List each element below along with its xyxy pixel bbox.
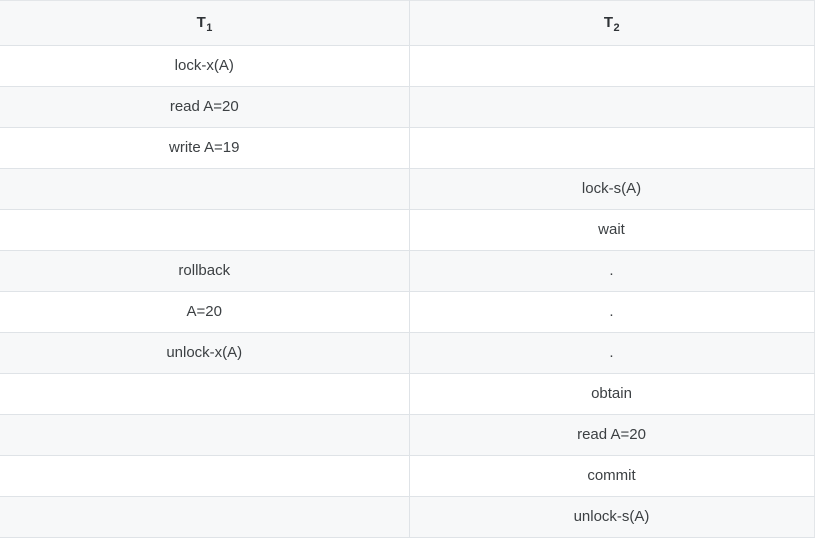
- table-row: unlock-s(A): [0, 496, 814, 538]
- cell-t1: [0, 414, 410, 456]
- table-row: wait: [0, 209, 814, 251]
- cell-t1: [0, 168, 410, 210]
- cell-t2: [409, 127, 814, 169]
- table-row: read A=20: [0, 86, 814, 128]
- table-row: A=20 .: [0, 291, 814, 333]
- cell-t1: [0, 209, 410, 251]
- cell-t2: commit: [409, 455, 814, 497]
- table-row: write A=19: [0, 127, 814, 169]
- table-row: lock-s(A): [0, 168, 814, 210]
- column-header-t1-subscript: 1: [206, 21, 213, 34]
- cell-t2: read A=20: [409, 414, 814, 456]
- table-row: commit: [0, 455, 814, 497]
- table-row: obtain: [0, 373, 814, 415]
- cell-t1: read A=20: [0, 86, 410, 128]
- cell-t2: obtain: [409, 373, 814, 415]
- column-header-t1: T1: [0, 0, 410, 46]
- cell-t1: [0, 373, 410, 415]
- column-header-t2: T2: [409, 0, 814, 46]
- column-header-t1-base: T: [196, 13, 206, 31]
- cell-t1: lock-x(A): [0, 45, 410, 87]
- cell-t1: [0, 455, 410, 497]
- table-row: lock-x(A): [0, 45, 814, 87]
- cell-t2: wait: [409, 209, 814, 251]
- table-row: rollback .: [0, 250, 814, 292]
- cell-t2: lock-s(A): [409, 168, 814, 210]
- table-row: read A=20: [0, 414, 814, 456]
- cell-t1: rollback: [0, 250, 410, 292]
- table-header: T1 T2: [0, 0, 814, 46]
- cell-t2: unlock-s(A): [409, 496, 814, 538]
- cell-t1: [0, 496, 410, 538]
- table-body: lock-x(A) read A=20 write A=19 lock-s(A)…: [0, 45, 814, 538]
- cell-t2: .: [409, 332, 814, 374]
- column-header-t2-base: T: [603, 13, 614, 31]
- cell-t1: write A=19: [0, 127, 410, 169]
- cell-t1: unlock-x(A): [0, 332, 410, 374]
- cell-t2: [409, 86, 814, 128]
- cell-t2: .: [409, 250, 814, 292]
- cell-t2: [409, 45, 814, 87]
- table-header-row: T1 T2: [0, 0, 814, 46]
- table-row: unlock-x(A) .: [0, 332, 814, 374]
- cell-t2: .: [409, 291, 814, 333]
- cell-t1: A=20: [0, 291, 410, 333]
- column-header-t2-subscript: 2: [613, 21, 620, 34]
